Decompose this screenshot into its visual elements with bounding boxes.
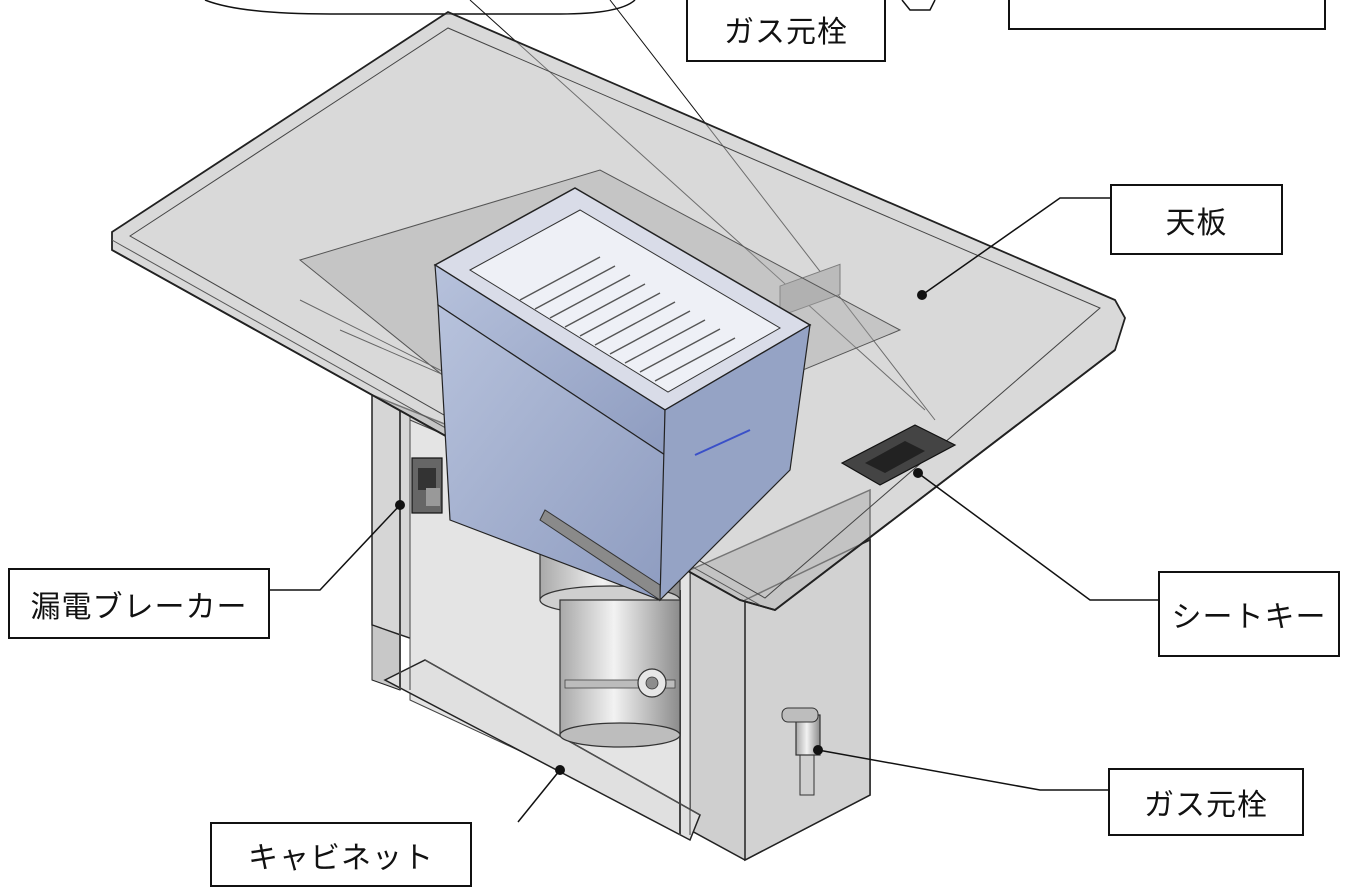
label-top-plate: 天板 [1110, 184, 1283, 255]
grill-grate [519, 256, 736, 382]
breaker-device [411, 457, 443, 514]
label-gas-valve-top: ガス元栓 [686, 0, 886, 62]
breaker-dot [395, 500, 405, 510]
label-sheet-key: シートキー [1158, 571, 1340, 657]
label-cabinet: キャビネット [210, 822, 472, 887]
cropped-label-box [1008, 0, 1326, 30]
gas-valve-pipe [781, 707, 821, 796]
sheet-key-dot [913, 468, 923, 478]
gas-valve-dot [813, 745, 823, 755]
top-plate-dot [917, 290, 927, 300]
control-panel [840, 424, 957, 486]
cabinet-dot [555, 765, 565, 775]
grill-box [433, 187, 812, 602]
label-breaker: 漏電ブレーカー [8, 568, 270, 639]
label-gas-valve: ガス元栓 [1108, 768, 1304, 836]
leader-lines [270, 0, 1158, 823]
